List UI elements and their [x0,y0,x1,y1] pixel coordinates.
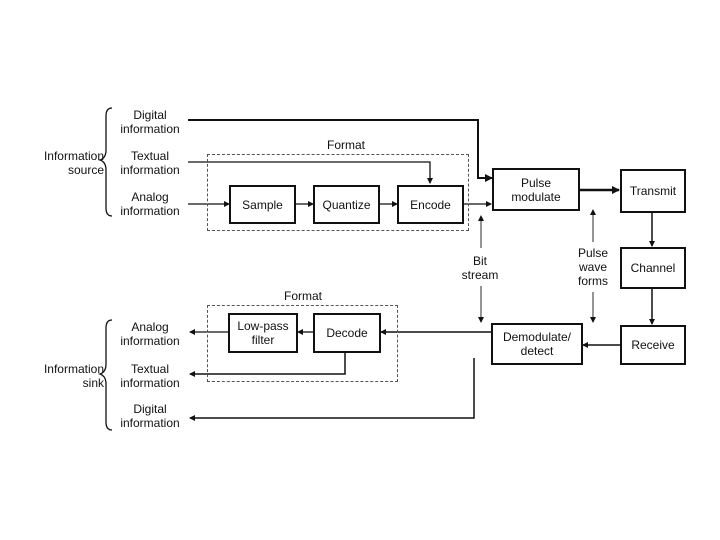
pulse-modulate-label: Pulse modulate [511,175,561,204]
source-textual-label: Textual information [120,149,180,177]
sink-analog-label: Analog information [120,320,180,348]
sink-brace [97,319,113,431]
information-source-label: Information source [43,149,104,177]
format-title-bottom: Format [283,289,322,303]
sample-block: Sample [229,185,296,224]
textual-to-encode-line [188,161,433,184]
decode-label: Decode [326,326,368,340]
demodulate-detect-block: Demodulate/ detect [491,323,583,365]
format-region-top [207,154,469,231]
sink-digital-label: Digital information [120,402,180,430]
channel-label: Channel [630,261,676,275]
transmit-label: Transmit [629,184,677,198]
encode-block: Encode [397,185,464,224]
pulse-modulate-block: Pulse modulate [492,168,580,211]
receive-block: Receive [620,325,686,365]
receive-label: Receive [631,338,675,352]
decode-block: Decode [313,313,381,353]
source-analog-label: Analog information [120,190,180,218]
transmit-block: Transmit [620,169,686,213]
encode-label: Encode [410,197,451,212]
format-region-bottom [207,305,398,382]
information-sink-label: Information sink [43,362,104,390]
quantize-block: Quantize [313,185,380,224]
sample-label: Sample [242,197,283,212]
digital-to-pulse-line [188,119,493,182]
decode-to-textual-sink-line [189,352,346,377]
lowpass-filter-label: Low-pass filter [237,319,289,347]
source-brace [97,107,113,217]
demodulate-detect-label: Demodulate/ detect [502,330,572,358]
demod-to-digital-sink-line [189,358,475,421]
lowpass-filter-block: Low-pass filter [228,313,298,353]
sink-textual-label: Textual information [120,362,180,390]
source-digital-label: Digital information [120,108,180,136]
quantize-label: Quantize [322,197,371,212]
channel-block: Channel [620,247,686,289]
format-title-top: Format [326,138,365,152]
bit-stream-label: Bit stream [461,254,499,282]
pulse-wave-forms-label: Pulse wave forms [577,246,609,288]
